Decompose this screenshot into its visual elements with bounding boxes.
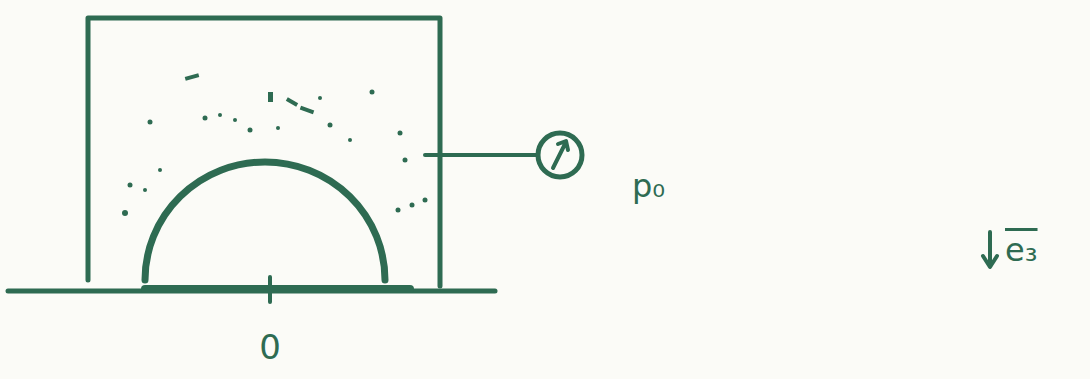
ground-line bbox=[8, 289, 495, 294]
gauge-line bbox=[425, 153, 538, 157]
direction-label: e₃ bbox=[1005, 234, 1038, 266]
particles bbox=[122, 73, 428, 216]
dome bbox=[145, 162, 385, 280]
gauge-needle bbox=[553, 141, 568, 168]
pressure-gauge bbox=[538, 133, 582, 177]
direction-arrow bbox=[983, 232, 997, 267]
dome-base bbox=[145, 285, 410, 293]
origin-tick bbox=[268, 277, 272, 302]
container-wall bbox=[88, 18, 440, 286]
pressure-label: p₀ bbox=[632, 170, 665, 202]
origin-label: 0 bbox=[259, 330, 281, 364]
